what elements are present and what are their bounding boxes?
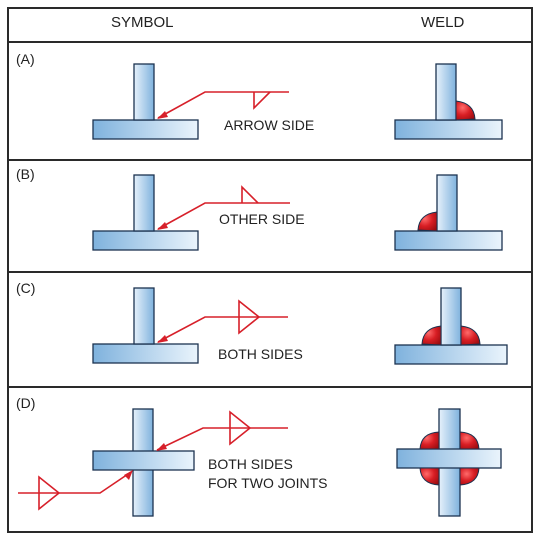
base-plate — [394, 119, 503, 140]
row-c-caption: BOTH SIDES — [218, 346, 303, 362]
vertical-member — [133, 287, 155, 345]
fillet-weld-bead-right — [460, 325, 481, 346]
vertical-member — [133, 174, 155, 232]
upper-fillet-symbol-both-sides — [229, 410, 252, 446]
row-c-label: (C) — [16, 280, 36, 296]
vertical-member — [133, 63, 155, 121]
weld-column-header: WELD — [421, 14, 465, 31]
fillet-weld-bead-bottom-left — [419, 467, 440, 486]
arrowhead — [157, 111, 168, 119]
fillet-weld-bead-left — [421, 325, 442, 346]
arrow-leader — [157, 202, 290, 230]
fillet-symbol-other-side — [241, 185, 259, 204]
vertical-member — [440, 287, 462, 346]
upper-arrow-leader — [156, 427, 288, 451]
outer-frame — [7, 7, 533, 533]
lower-arrow-leader — [18, 471, 132, 494]
row-c-symbol — [92, 287, 288, 364]
row-a-weld — [394, 63, 503, 140]
lower-arrowhead — [124, 470, 133, 480]
row-a-caption: ARROW SIDE — [224, 117, 315, 133]
cross-plate — [92, 450, 195, 471]
base-plate — [394, 230, 503, 251]
base-plate — [92, 119, 199, 140]
arrow-leader — [157, 316, 288, 343]
row-a-label: (A) — [16, 51, 35, 67]
fillet-weld-bead-top-left — [419, 431, 440, 450]
row-d-symbol — [18, 408, 288, 517]
fillet-weld-bead-top-right — [459, 431, 480, 450]
fillet-weld-bead — [455, 100, 476, 121]
base-plate — [394, 344, 508, 365]
row-b-weld — [394, 174, 503, 251]
row-d-caption-line1: BOTH SIDES — [208, 456, 293, 472]
base-plate — [92, 230, 199, 251]
symbol-column-header: SYMBOL — [111, 14, 174, 31]
row-a-symbol — [92, 63, 289, 140]
row-d-label: (D) — [16, 395, 36, 411]
arrow-leader — [157, 91, 289, 119]
lower-fillet-symbol-both-sides — [38, 475, 61, 511]
vertical-member — [435, 63, 457, 121]
row-d-caption-line2: FOR TWO JOINTS — [208, 475, 328, 491]
row-b-symbol — [92, 174, 290, 251]
row-b-label: (B) — [16, 166, 35, 182]
row-d-weld — [396, 408, 502, 517]
fillet-weld-bead — [417, 211, 438, 232]
arrowhead — [157, 222, 168, 230]
fillet-symbol-arrow-side — [253, 91, 271, 110]
row-b-caption: OTHER SIDE — [219, 211, 305, 227]
base-plate — [92, 343, 199, 364]
row-c-weld — [394, 287, 508, 365]
arrowhead — [157, 335, 168, 343]
vertical-member — [436, 174, 458, 232]
fillet-weld-bead-bottom-right — [459, 467, 480, 486]
fillet-symbol-both-sides — [238, 299, 261, 335]
upper-arrowhead — [156, 443, 167, 451]
cross-plate — [396, 448, 502, 469]
